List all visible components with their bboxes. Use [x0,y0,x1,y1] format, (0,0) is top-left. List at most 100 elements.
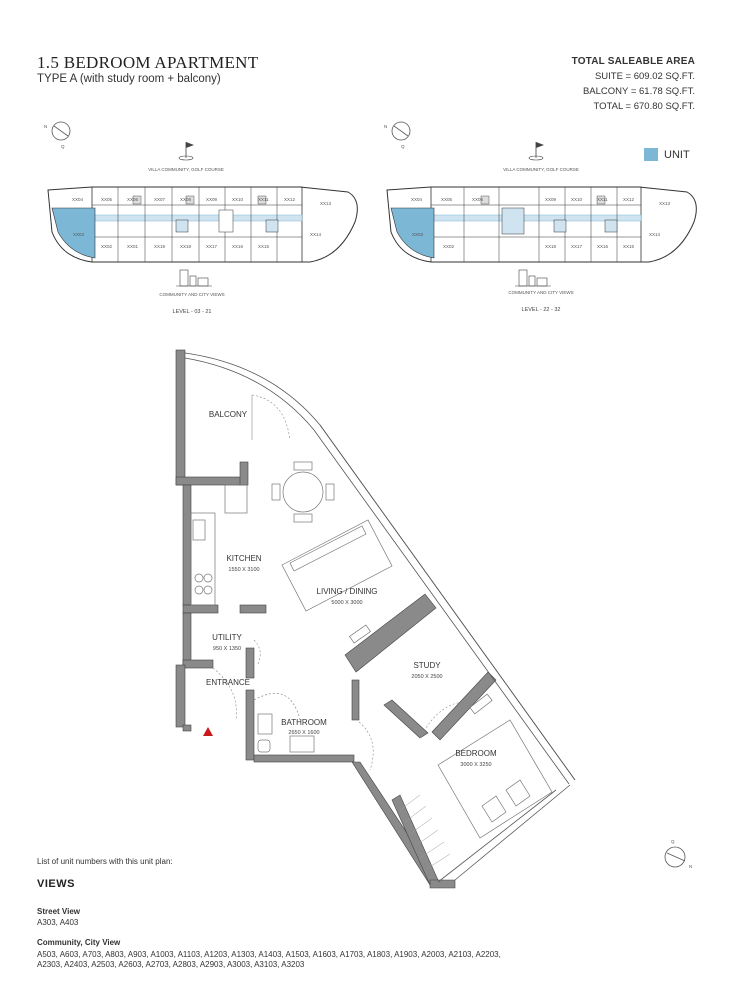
unit-label: XX15 [623,244,635,249]
unit-legend-swatch [644,148,658,161]
kitchen-counter [190,484,248,606]
unit-label: XX17 [206,244,218,249]
entrance-marker-icon [203,727,213,736]
room-bathroom-label: BATHROOM [281,718,327,727]
key-top-units: XX04 XX05 XX06 XX09 XX10 XX11 XX12 XX13 [411,197,671,206]
saleable-area-box: TOTAL SALEABLE AREA SUITE = 609.02 SQ.FT… [572,54,695,114]
unit-label: XX02 [443,244,455,249]
unit-label: XX09 [545,197,557,202]
unit-label: XX12 [623,197,635,202]
unit-label: XX05 [441,197,453,202]
unit-label: XX03 [73,232,85,237]
key-top-units: XX04 XX05 XX06 XX07 XX08 XX09 XX10 XX11 … [72,197,332,206]
area-suite: SUITE = 609.02 SQ.FT. [594,71,695,82]
compass-q-label: Q [61,144,65,149]
dining-table [271,461,335,523]
unit-label: XX08 [180,197,192,202]
room-entrance-label: ENTRANCE [206,678,250,687]
sofa [281,519,393,612]
key-top-view-label: VILLA COMMUNITY, GOLF COURSE [148,167,224,172]
key-level-label: LEVEL - 03 - 21 [173,309,212,315]
city-icon [176,269,212,287]
compass-q-label: Q [671,839,675,844]
views-heading: VIEWS [37,878,75,890]
compass-n-label: N [44,124,47,129]
room-kitchen-dim: 1550 X 3100 [228,567,259,573]
room-balcony-label: BALCONY [209,410,248,419]
unit-label: XX07 [154,197,166,202]
community-view-heading: Community, City View [37,938,121,947]
city-icon [515,269,551,287]
unit-label: XX05 [101,197,113,202]
unit-label: XX03 [412,232,424,237]
room-study-label: STUDY [413,661,441,670]
key-bottom-view-label: COMMUNITY AND CITY VIEWS [508,290,573,295]
community-view-units: A503, A603, A703, A803, A903, A1003, A11… [37,950,501,969]
unit-label: XX15 [258,244,270,249]
room-bedroom-dim: 3000 X 3250 [460,762,491,768]
unit-label: XX19 [154,244,166,249]
room-kitchen-label: KITCHEN [226,554,261,563]
floor-plan-walls [175,349,497,889]
area-heading: TOTAL SALEABLE AREA [571,56,695,67]
unit-label: XX14 [649,232,661,237]
street-view-units: A303, A403 [37,918,79,927]
highlighted-unit [51,207,96,259]
unit-label: XX18 [545,244,557,249]
room-study-dim: 2050 X 2500 [411,674,442,680]
unit-label: XX13 [659,201,671,206]
key-bottom-units: XX03 XX02 XX18 XX17 XX16 XX15 XX14 [412,232,661,249]
unit-label: XX12 [284,197,296,202]
area-balcony: BALCONY = 61.78 SQ.FT. [582,86,695,97]
unit-legend: UNIT [644,148,690,161]
unit-label: XX16 [232,244,244,249]
key-plan-level-03-21: N Q VILLA COMMUNITY, GOLF COURSE [44,121,358,315]
unit-label: XX11 [597,197,608,202]
bed [437,719,553,839]
unit-label: XX04 [72,197,84,202]
compass-icon: N Q [384,121,411,149]
room-living-dim: 5000 X 3000 [331,600,362,606]
unit-label: XX10 [571,197,583,202]
unit-label: XX10 [232,197,244,202]
unit-label: XX14 [310,232,322,237]
floor-plan-facade [184,352,576,883]
page-subtitle: TYPE A (with study room + balcony) [37,73,221,85]
unit-legend-label: UNIT [664,148,690,161]
unit-label: XX04 [411,197,423,202]
unit-label: XX09 [206,197,218,202]
compass-n-label: N [384,124,387,129]
key-level-label: LEVEL - 22 - 32 [522,307,561,313]
unit-label: XX16 [597,244,609,249]
compass-q-label: Q [401,144,405,149]
room-utility-dim: 950 X 1350 [213,646,241,652]
unit-label: XX18 [180,244,192,249]
key-bottom-units: XX03 XX02 XX01 XX19 XX18 XX17 XX16 XX15 … [73,232,322,249]
unit-label: XX06 [472,197,484,202]
highlighted-unit [390,207,435,259]
bathroom-fixtures [253,692,315,753]
key-plans: N Q VILLA COMMUNITY, GOLF COURSE [44,121,697,315]
unit-label: XX06 [127,197,139,202]
room-utility-label: UTILITY [212,633,242,642]
key-plan-level-22-32: N Q VILLA COMMUNITY, GOLF COURSE XX04 XX… [384,121,697,313]
room-bedroom-label: BEDROOM [455,749,497,758]
unit-label: XX17 [571,244,583,249]
unit-label: XX01 [127,244,139,249]
compass-n-label: N [689,864,692,869]
golf-flag-icon [528,142,544,161]
unit-label: XX02 [101,244,113,249]
golf-flag-icon [178,142,194,161]
unit-label: XX13 [320,201,332,206]
compass-icon: N Q [44,121,71,149]
room-bathroom-dim: 2650 X 1600 [288,730,319,736]
area-total: TOTAL = 670.80 SQ.FT. [593,101,695,112]
page-title: 1.5 BEDROOM APARTMENT [37,53,259,72]
street-view-heading: Street View [37,907,80,916]
key-top-view-label: VILLA COMMUNITY, GOLF COURSE [503,167,579,172]
key-bottom-view-label: COMMUNITY AND CITY VIEWS [159,292,224,297]
compass-icon: Q N [664,839,692,869]
room-living-label: LIVING / DINING [317,587,378,596]
unit-list-note: List of unit numbers with this unit plan… [37,857,173,866]
